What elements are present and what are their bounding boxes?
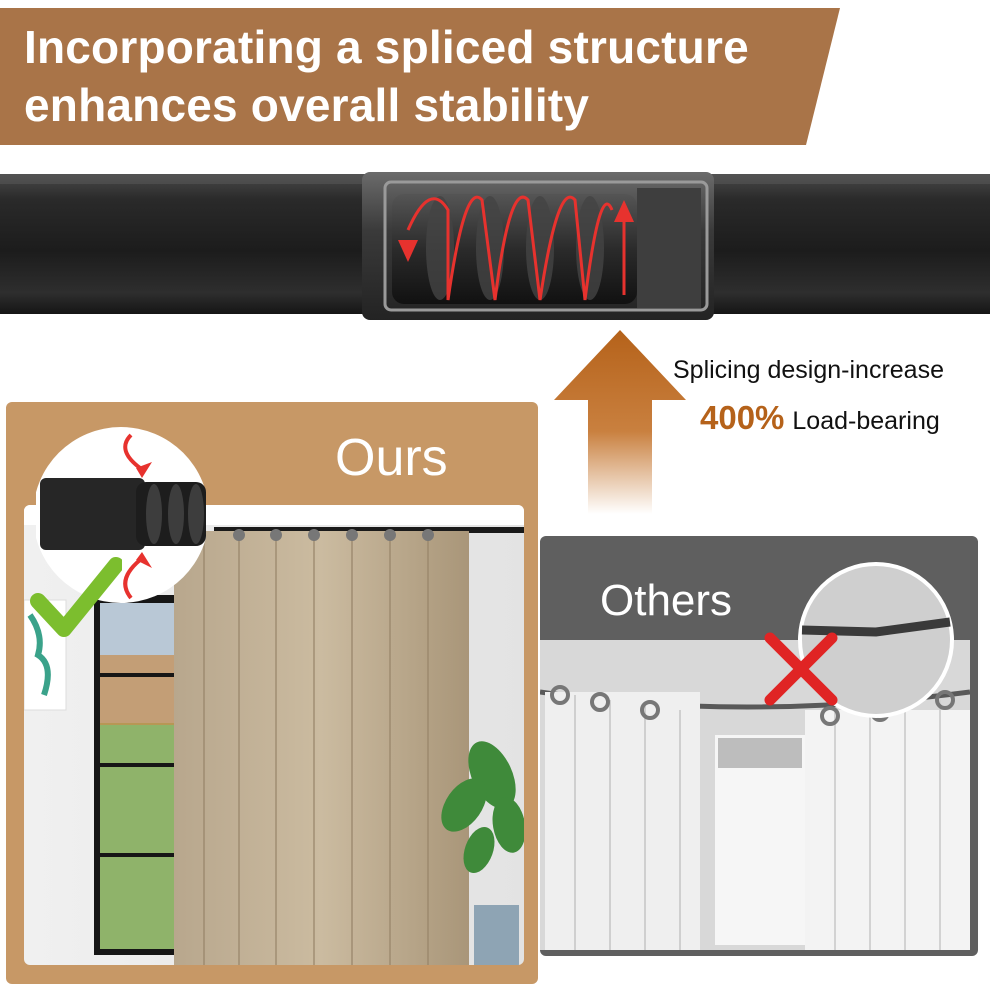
callout-line-2: 400%Load-bearing [700, 399, 940, 437]
curtain-rod-illustration [0, 172, 990, 320]
others-title: Others [600, 576, 733, 625]
headline-line-2: enhances overall stability [24, 79, 590, 131]
ours-joint-zoom [36, 427, 206, 603]
load-bearing-label: Load-bearing [792, 407, 940, 435]
callout-text-1: Splicing design-increase [673, 356, 944, 384]
headline-line-1: Incorporating a spliced structure [24, 21, 749, 73]
cross-icon [764, 632, 838, 706]
headline-banner [0, 8, 840, 145]
check-icon [30, 557, 122, 637]
ours-curtain-photo [24, 505, 524, 965]
up-arrow-icon [554, 330, 686, 514]
ours-title: Ours [335, 429, 448, 487]
others-joint-zoom [798, 562, 954, 718]
load-percent: 400% [700, 399, 785, 436]
